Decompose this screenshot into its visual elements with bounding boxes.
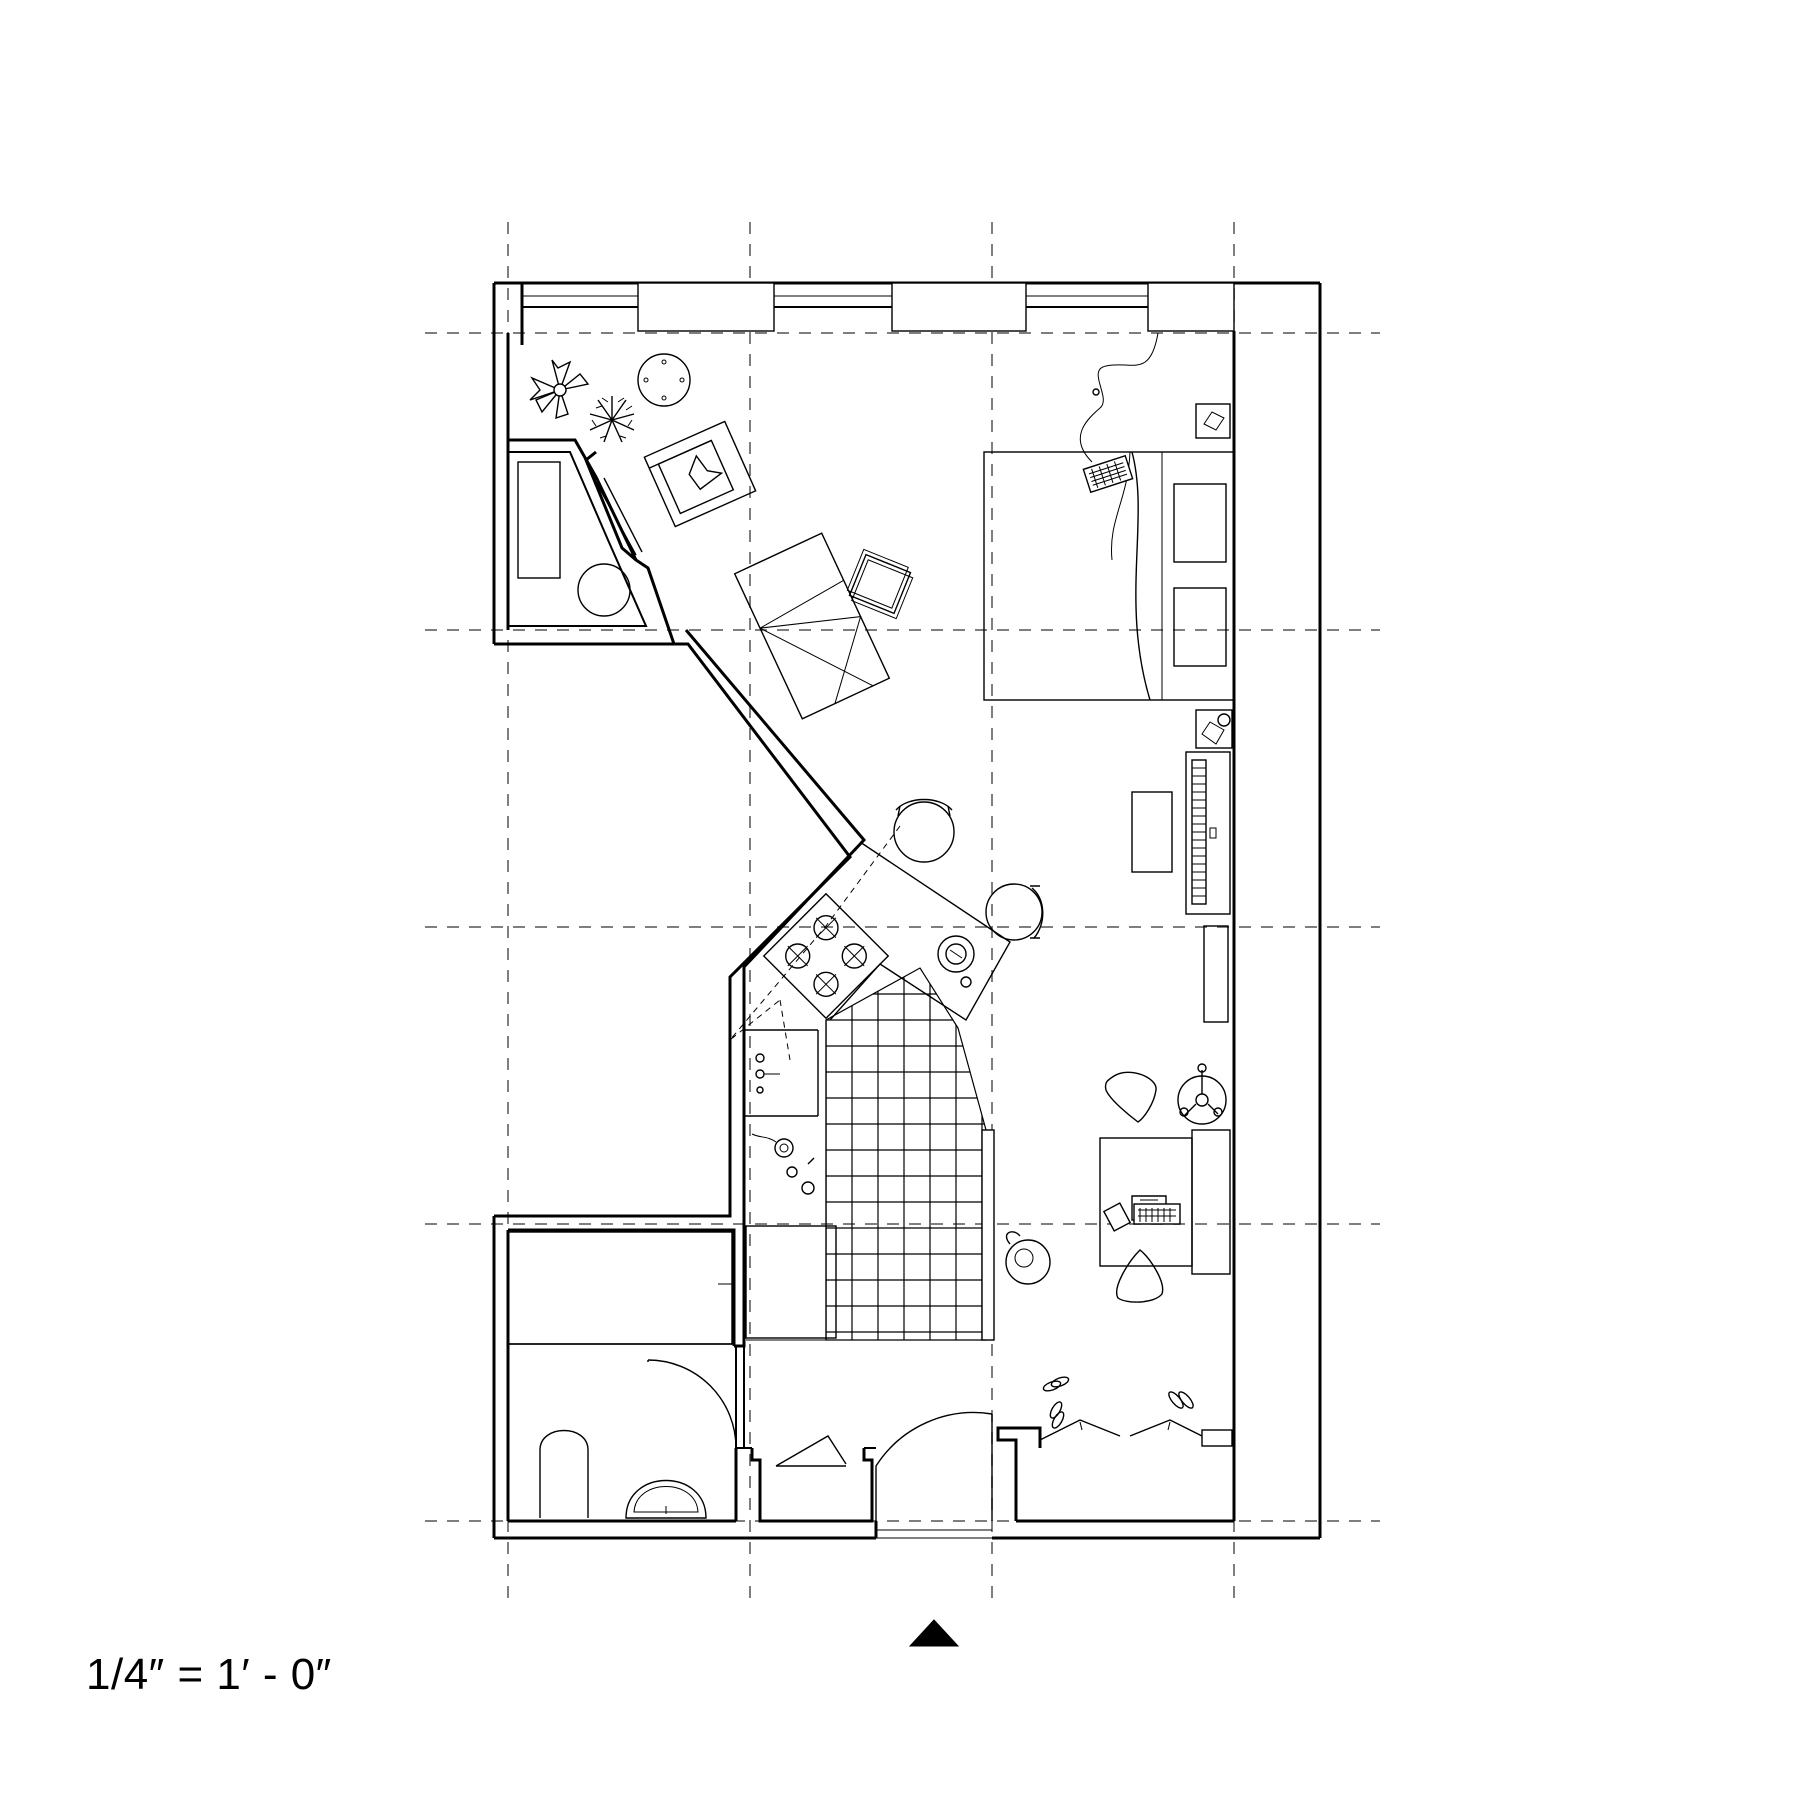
keyboard-icon bbox=[1133, 1203, 1181, 1225]
charging-cable bbox=[1079, 332, 1159, 463]
area-rug bbox=[733, 532, 891, 720]
round-side-table bbox=[637, 353, 691, 407]
plant-icon bbox=[529, 359, 590, 420]
closet-shelf bbox=[517, 461, 561, 579]
cooktop bbox=[762, 892, 890, 1020]
bathroom-sink bbox=[625, 1479, 707, 1519]
pillow bbox=[1173, 587, 1227, 667]
phone-icon bbox=[1102, 1202, 1132, 1232]
kitchen-tile-floor bbox=[825, 967, 987, 1341]
office-chair bbox=[1116, 1249, 1164, 1303]
dining-chair bbox=[985, 883, 1044, 941]
bathtub bbox=[507, 1231, 733, 1345]
exterior-walls bbox=[492, 281, 1322, 1540]
entry-door[interactable] bbox=[874, 1411, 993, 1538]
book-stack bbox=[846, 548, 914, 620]
bed bbox=[983, 451, 1235, 701]
shoes-icon bbox=[1042, 1376, 1070, 1429]
coat-closet bbox=[996, 1419, 1233, 1521]
refrigerator bbox=[745, 1225, 837, 1339]
work-desk bbox=[1099, 1129, 1231, 1275]
bathroom bbox=[507, 1231, 745, 1519]
window-pier-3 bbox=[1147, 282, 1235, 332]
shoes-icon bbox=[1168, 1391, 1194, 1409]
dining-chair bbox=[893, 798, 955, 863]
angled-interior-wall bbox=[494, 333, 867, 1348]
door-swing bbox=[647, 1359, 737, 1449]
floor-fan-icon bbox=[1177, 1063, 1227, 1125]
grid-lines bbox=[425, 222, 1380, 1598]
round-stool bbox=[1005, 1231, 1051, 1285]
entry-closet bbox=[734, 1435, 876, 1523]
scale-label: 1/4″ = 1′ - 0″ bbox=[86, 1650, 332, 1699]
kitchen-side-counter bbox=[744, 1029, 837, 1341]
triangle-up-icon bbox=[908, 1619, 960, 1647]
kitchen-counter bbox=[729, 825, 1011, 1160]
armchair bbox=[643, 420, 757, 528]
toilet bbox=[539, 1429, 589, 1518]
closet-round-bin bbox=[577, 563, 631, 617]
storage-closet bbox=[507, 451, 648, 627]
piano-bench bbox=[1131, 791, 1173, 873]
fern-plant-icon bbox=[589, 396, 635, 443]
kitchen-sink bbox=[937, 935, 975, 988]
pillow bbox=[1173, 483, 1227, 563]
laptop-icon bbox=[1082, 454, 1134, 494]
window-pier-2 bbox=[891, 282, 1027, 332]
digital-piano bbox=[1185, 751, 1231, 915]
wall-cabinet bbox=[1203, 925, 1229, 1023]
kitchen-partition bbox=[981, 1129, 995, 1341]
nightstand bbox=[1195, 403, 1231, 439]
office-chair bbox=[1104, 1071, 1157, 1123]
window-pier-1 bbox=[637, 282, 775, 332]
side-table-phone bbox=[1195, 709, 1233, 749]
